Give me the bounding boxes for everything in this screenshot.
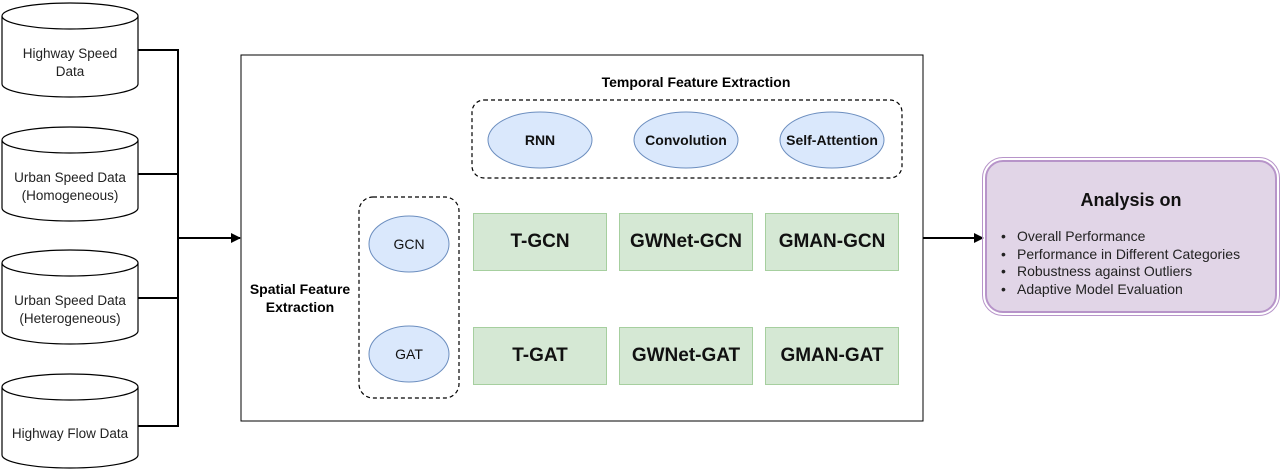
spatial-title: Spatial Feature Extraction [249,281,351,315]
analysis-item: Adaptive Model Evaluation [1001,281,1240,299]
db-highway-speed-cylinder [1,2,139,98]
model-gwnet-gcn: GWNet-GCN [619,213,753,271]
spatial-group-frame [358,196,460,399]
db-highway-flow-cylinder [1,373,139,469]
db-highway-flow-label: Highway Flow Data [11,426,129,441]
temporal-title: Temporal Feature Extraction [601,74,791,90]
spatial-gcn-ellipse [368,215,450,273]
db-urban-heterogeneous-cylinder [1,249,139,345]
temporal-group-frame [471,99,903,179]
model-gman-gat: GMAN-GAT [765,327,899,385]
db-urban-homogeneous-cylinder [1,126,139,222]
spatial-gat-ellipse [368,325,450,383]
analysis-title: Analysis on [1080,190,1182,210]
spatial-gat-label: GAT [395,346,423,362]
analysis-list: Overall Performance Performance in Diffe… [1001,228,1240,298]
spatial-gcn-label: GCN [393,236,425,252]
model-gwnet-gat: GWNet-GAT [619,327,753,385]
model-t-gcn: T-GCN [473,213,607,271]
temporal-convolution-label: Convolution [645,132,727,148]
db-urban-homogeneous-label: Urban Speed Data (Homogeneous) [14,170,126,203]
analysis-panel: Analysis on Overall Performance Performa… [982,157,1280,316]
analysis-item: Performance in Different Categories [1001,246,1240,264]
db-highway-speed-label: Highway Speed Data [22,46,118,79]
temporal-self-attention-ellipse [779,111,885,169]
model-gman-gcn: GMAN-GCN [765,213,899,271]
input-bracket-connector [138,49,241,427]
analysis-item: Overall Performance [1001,228,1240,246]
model-t-gat: T-GAT [473,327,607,385]
temporal-convolution-ellipse [633,111,739,169]
temporal-self-attention-label: Self-Attention [786,132,878,148]
temporal-rnn-ellipse [487,111,593,169]
db-urban-heterogeneous-label: Urban Speed Data (Heterogeneous) [14,293,126,326]
temporal-rnn-label: RNN [524,132,556,148]
analysis-item: Robustness against Outliers [1001,263,1240,281]
